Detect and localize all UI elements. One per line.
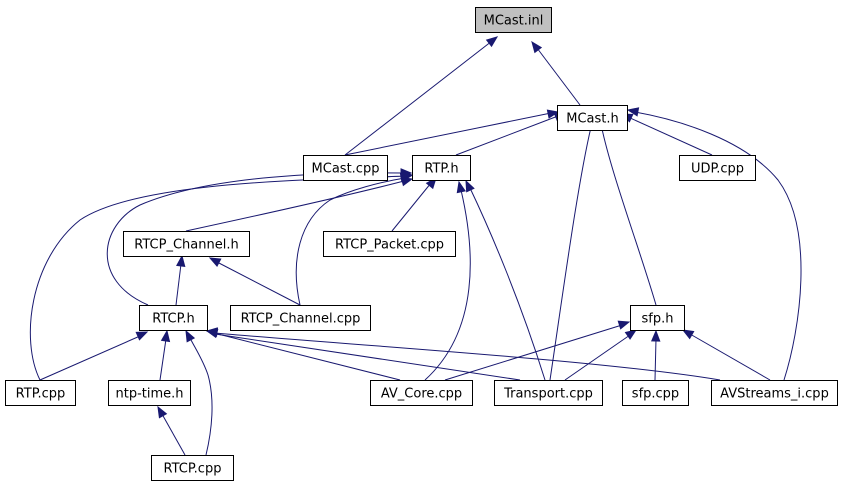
edge-avstreams_i_cpp-to-mcast_h bbox=[634, 111, 802, 381]
arrowhead-rtcp_h-to-rtcp_channel_h bbox=[176, 254, 186, 267]
node-transport-cpp[interactable]: Transport.cpp bbox=[494, 380, 603, 406]
node-rtp-cpp[interactable]: RTP.cpp bbox=[5, 380, 76, 406]
node-box bbox=[370, 380, 473, 406]
node-sfp-cpp[interactable]: sfp.cpp bbox=[622, 380, 689, 406]
node-label: sfp.h bbox=[642, 312, 674, 327]
edge-mcast_cpp-to-mcast_inl bbox=[344, 40, 493, 156]
node-mcast-inl[interactable]: MCast.inl bbox=[475, 7, 552, 33]
node-box bbox=[475, 7, 552, 33]
arrowhead-avstreams_i_cpp-to-mcast_h bbox=[626, 107, 640, 117]
node-label: ntp-time.h bbox=[115, 387, 183, 402]
node-label: RTCP.h bbox=[152, 312, 195, 327]
node-box bbox=[123, 231, 250, 257]
node-box bbox=[230, 305, 371, 331]
node-label: Transport.cpp bbox=[503, 387, 593, 402]
node-box bbox=[323, 231, 456, 257]
edge-av_core_cpp-to-sfp_h bbox=[444, 324, 623, 381]
arrowhead-mcast_cpp-to-mcast_inl bbox=[485, 36, 499, 48]
node-sfp-h[interactable]: sfp.h bbox=[630, 305, 685, 331]
edge-transport_cpp-to-mcast_h bbox=[549, 122, 593, 381]
node-udp-cpp[interactable]: UDP.cpp bbox=[679, 155, 756, 181]
node-av-core-cpp[interactable]: AV_Core.cpp bbox=[370, 380, 473, 406]
edge-sfp_h-to-mcast_h bbox=[600, 123, 657, 306]
arrowhead-mcast_h-to-mcast_inl bbox=[531, 40, 543, 54]
arrowhead-mcast_cpp-to-mcast_h bbox=[546, 109, 560, 119]
node-box bbox=[151, 455, 234, 481]
edge-rtcp_h-to-rtcp_channel_h bbox=[175, 263, 182, 306]
node-rtp-h[interactable]: RTP.h bbox=[412, 155, 471, 181]
node-label: RTCP.cpp bbox=[164, 462, 222, 477]
edge-transport_cpp-to-rtp_h bbox=[469, 187, 546, 381]
arrowhead-ntp_time_h-to-rtcp_h bbox=[160, 329, 171, 343]
edge-transport_cpp-to-rtcp_h bbox=[214, 333, 521, 381]
edge-rtcp_cpp-to-rtcp_h bbox=[189, 337, 213, 456]
node-rtcp-channel-h[interactable]: RTCP_Channel.h bbox=[123, 231, 250, 257]
arrowhead-transport_cpp-to-rtp_h bbox=[465, 179, 475, 193]
edge-av_core_cpp-to-rtp_h bbox=[424, 189, 471, 381]
node-label: RTP.cpp bbox=[16, 387, 66, 402]
node-rtcp-cpp[interactable]: RTCP.cpp bbox=[151, 455, 234, 481]
node-rtcp-packet-cpp[interactable]: RTCP_Packet.cpp bbox=[323, 231, 456, 257]
node-box bbox=[557, 105, 628, 131]
node-rtcp-channel-cpp[interactable]: RTCP_Channel.cpp bbox=[230, 305, 371, 331]
edge-avstreams_i_cpp-to-rtcp_h bbox=[214, 332, 721, 381]
arrowhead-rtp_cpp-to-rtp_h bbox=[401, 170, 414, 181]
node-label: RTCP_Packet.cpp bbox=[335, 238, 444, 253]
node-box bbox=[711, 380, 838, 406]
node-box bbox=[622, 380, 689, 406]
edge-rtcp_channel_cpp-to-rtp_h bbox=[295, 177, 406, 306]
node-label: AV_Core.cpp bbox=[381, 387, 462, 402]
node-label: MCast.h bbox=[566, 112, 619, 127]
node-label: MCast.inl bbox=[484, 14, 544, 29]
node-box bbox=[303, 155, 388, 181]
edge-transport_cpp-to-sfp_h bbox=[564, 334, 631, 381]
node-label: sfp.cpp bbox=[632, 387, 679, 402]
node-box bbox=[108, 380, 191, 406]
node-ntp-time-h[interactable]: ntp-time.h bbox=[108, 380, 191, 406]
node-mcast-h[interactable]: MCast.h bbox=[557, 105, 628, 131]
node-box bbox=[139, 305, 208, 331]
edge-rtcp_packet_cpp-to-rtp_h bbox=[391, 182, 432, 232]
node-label: UDP.cpp bbox=[691, 162, 744, 177]
arrowhead-avstreams_i_cpp-to-sfp_h bbox=[681, 329, 695, 340]
node-rtcp-h[interactable]: RTCP.h bbox=[139, 305, 208, 331]
edge-av_core_cpp-to-rtcp_h bbox=[213, 332, 401, 381]
arrowhead-rtcp_cpp-to-rtcp_h bbox=[185, 329, 196, 343]
edge-udp_cpp-to-mcast_h bbox=[627, 116, 713, 156]
node-label: RTCP_Channel.cpp bbox=[241, 312, 361, 327]
edge-mcast_cpp-to-mcast_h bbox=[344, 112, 552, 156]
edge-rtcp_cpp-to-ntp_time_h bbox=[161, 413, 186, 456]
node-box bbox=[630, 305, 685, 331]
node-label: MCast.cpp bbox=[312, 162, 380, 177]
edge-avstreams_i_cpp-to-sfp_h bbox=[689, 333, 771, 381]
edge-mcast_h-to-mcast_inl bbox=[536, 47, 581, 106]
arrowhead-sfp_cpp-to-sfp_h bbox=[651, 329, 661, 342]
node-label: RTCP_Channel.h bbox=[134, 238, 238, 253]
arrowhead-av_core_cpp-to-rtp_h bbox=[456, 180, 466, 194]
arrowhead-transport_cpp-to-sfp_h bbox=[624, 329, 638, 340]
edge-sfp_cpp-to-sfp_h bbox=[654, 338, 657, 381]
arrowhead-rtcp_channel_cpp-to-rtcp_channel_h bbox=[208, 257, 222, 268]
edge-rtp_cpp-to-rtcp_h bbox=[39, 335, 141, 381]
edge-ntp_time_h-to-rtcp_h bbox=[159, 338, 167, 381]
edge-rtcp_channel_cpp-to-rtcp_channel_h bbox=[216, 261, 301, 306]
node-box bbox=[5, 380, 76, 406]
arrowhead-rtcp_cpp-to-ntp_time_h bbox=[157, 405, 168, 419]
edge-rtp_cpp-to-rtp_h bbox=[29, 175, 406, 381]
node-label: AVStreams_i.cpp bbox=[720, 387, 829, 402]
arrowhead-rtp_cpp-to-rtcp_h bbox=[135, 331, 149, 341]
node-box bbox=[494, 380, 603, 406]
arrowhead-avstreams_i_cpp-to-rtcp_h bbox=[205, 327, 218, 337]
arrowhead-av_core_cpp-to-sfp_h bbox=[617, 320, 631, 330]
node-mcast-cpp[interactable]: MCast.cpp bbox=[303, 155, 388, 181]
node-avstreams-i-cpp[interactable]: AVStreams_i.cpp bbox=[711, 380, 838, 406]
edge-rtp_h-to-mcast_h bbox=[455, 115, 559, 156]
node-label: RTP.h bbox=[424, 162, 458, 177]
node-box bbox=[679, 155, 756, 181]
edge-rtcp_channel_h-to-rtp_h bbox=[185, 180, 405, 232]
node-box bbox=[412, 155, 471, 181]
